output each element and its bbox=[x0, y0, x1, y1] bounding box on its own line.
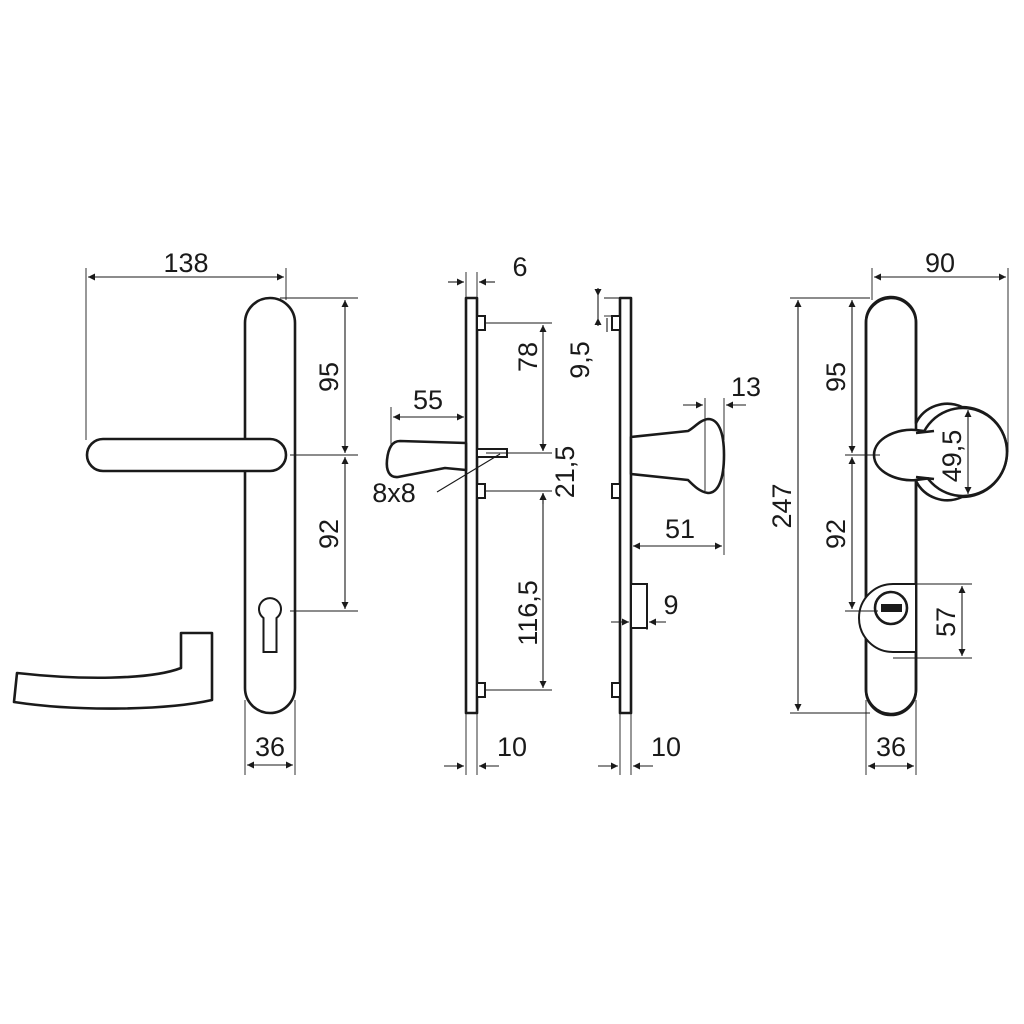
cylinder-housing bbox=[630, 583, 648, 629]
knob-neck-cover bbox=[914, 433, 934, 477]
knob-side-plate bbox=[618, 296, 633, 715]
dim-knob-plate-width: 36 bbox=[876, 732, 906, 762]
dim-knob-upper-distance: 95 bbox=[821, 362, 851, 392]
dim-lower-distance: 92 bbox=[314, 519, 344, 549]
knob-backplate-outline bbox=[864, 296, 918, 716]
dim-knob-top-offset: 9,5 bbox=[565, 341, 595, 379]
lever-top-view bbox=[12, 631, 214, 710]
fixing-lug-top bbox=[476, 315, 486, 331]
turn-indicator-slot bbox=[881, 604, 902, 612]
dim-knob-diameter: 49,5 bbox=[937, 430, 967, 483]
dim-plate-width: 36 bbox=[255, 732, 285, 762]
knob-fixing-lug-bottom bbox=[611, 682, 621, 698]
knob-fixing-lug-top bbox=[611, 315, 621, 331]
dim-lever-width: 138 bbox=[163, 248, 208, 278]
dim-knob-thickness: 13 bbox=[731, 372, 761, 402]
knob-side-view bbox=[611, 296, 726, 715]
lever-front-dimensions: 138 95 92 36 bbox=[85, 248, 358, 775]
dim-middle-fixing: 21,5 bbox=[550, 446, 580, 499]
dim-rosette-size: 57 bbox=[931, 607, 961, 637]
knob-front-dimensions: 90 247 95 92 49,5 57 36 bbox=[767, 248, 1009, 775]
dim-knob-projection: 51 bbox=[665, 514, 695, 544]
dim-lever-projection: 55 bbox=[413, 385, 443, 415]
knob-side-dimensions: 9,5 13 51 9 10 bbox=[565, 288, 761, 775]
knob-side-profile bbox=[629, 417, 726, 495]
fixing-lug-middle bbox=[476, 483, 486, 499]
dim-plate-thickness: 6 bbox=[512, 252, 527, 282]
lever-backplate bbox=[243, 296, 297, 715]
keyhole-icon bbox=[258, 597, 282, 653]
label-square-spindle: 8x8 bbox=[372, 478, 416, 508]
lever-handle-front bbox=[85, 437, 288, 473]
dim-top-fixing: 78 bbox=[513, 342, 543, 372]
lever-side-dimensions: 6 78 21,5 116,5 55 8x8 10 bbox=[372, 252, 580, 775]
dim-bottom-fixing: 116,5 bbox=[513, 580, 543, 646]
dim-knob-plate-depth: 10 bbox=[651, 732, 681, 762]
lever-front-view bbox=[85, 296, 297, 715]
side-plate bbox=[464, 296, 479, 715]
dim-plate-depth: 10 bbox=[497, 732, 527, 762]
dim-overall-width: 90 bbox=[925, 248, 955, 278]
knob-front-view bbox=[858, 295, 1009, 717]
knob-fixing-lug-middle bbox=[611, 483, 621, 499]
lever-side-profile bbox=[385, 439, 468, 479]
dim-plate-height: 247 bbox=[767, 483, 797, 528]
dim-cylinder-depth: 9 bbox=[663, 590, 678, 620]
fixing-lug-bottom bbox=[476, 682, 486, 698]
dim-upper-distance: 95 bbox=[314, 362, 344, 392]
dim-knob-lower-distance: 92 bbox=[821, 519, 851, 549]
